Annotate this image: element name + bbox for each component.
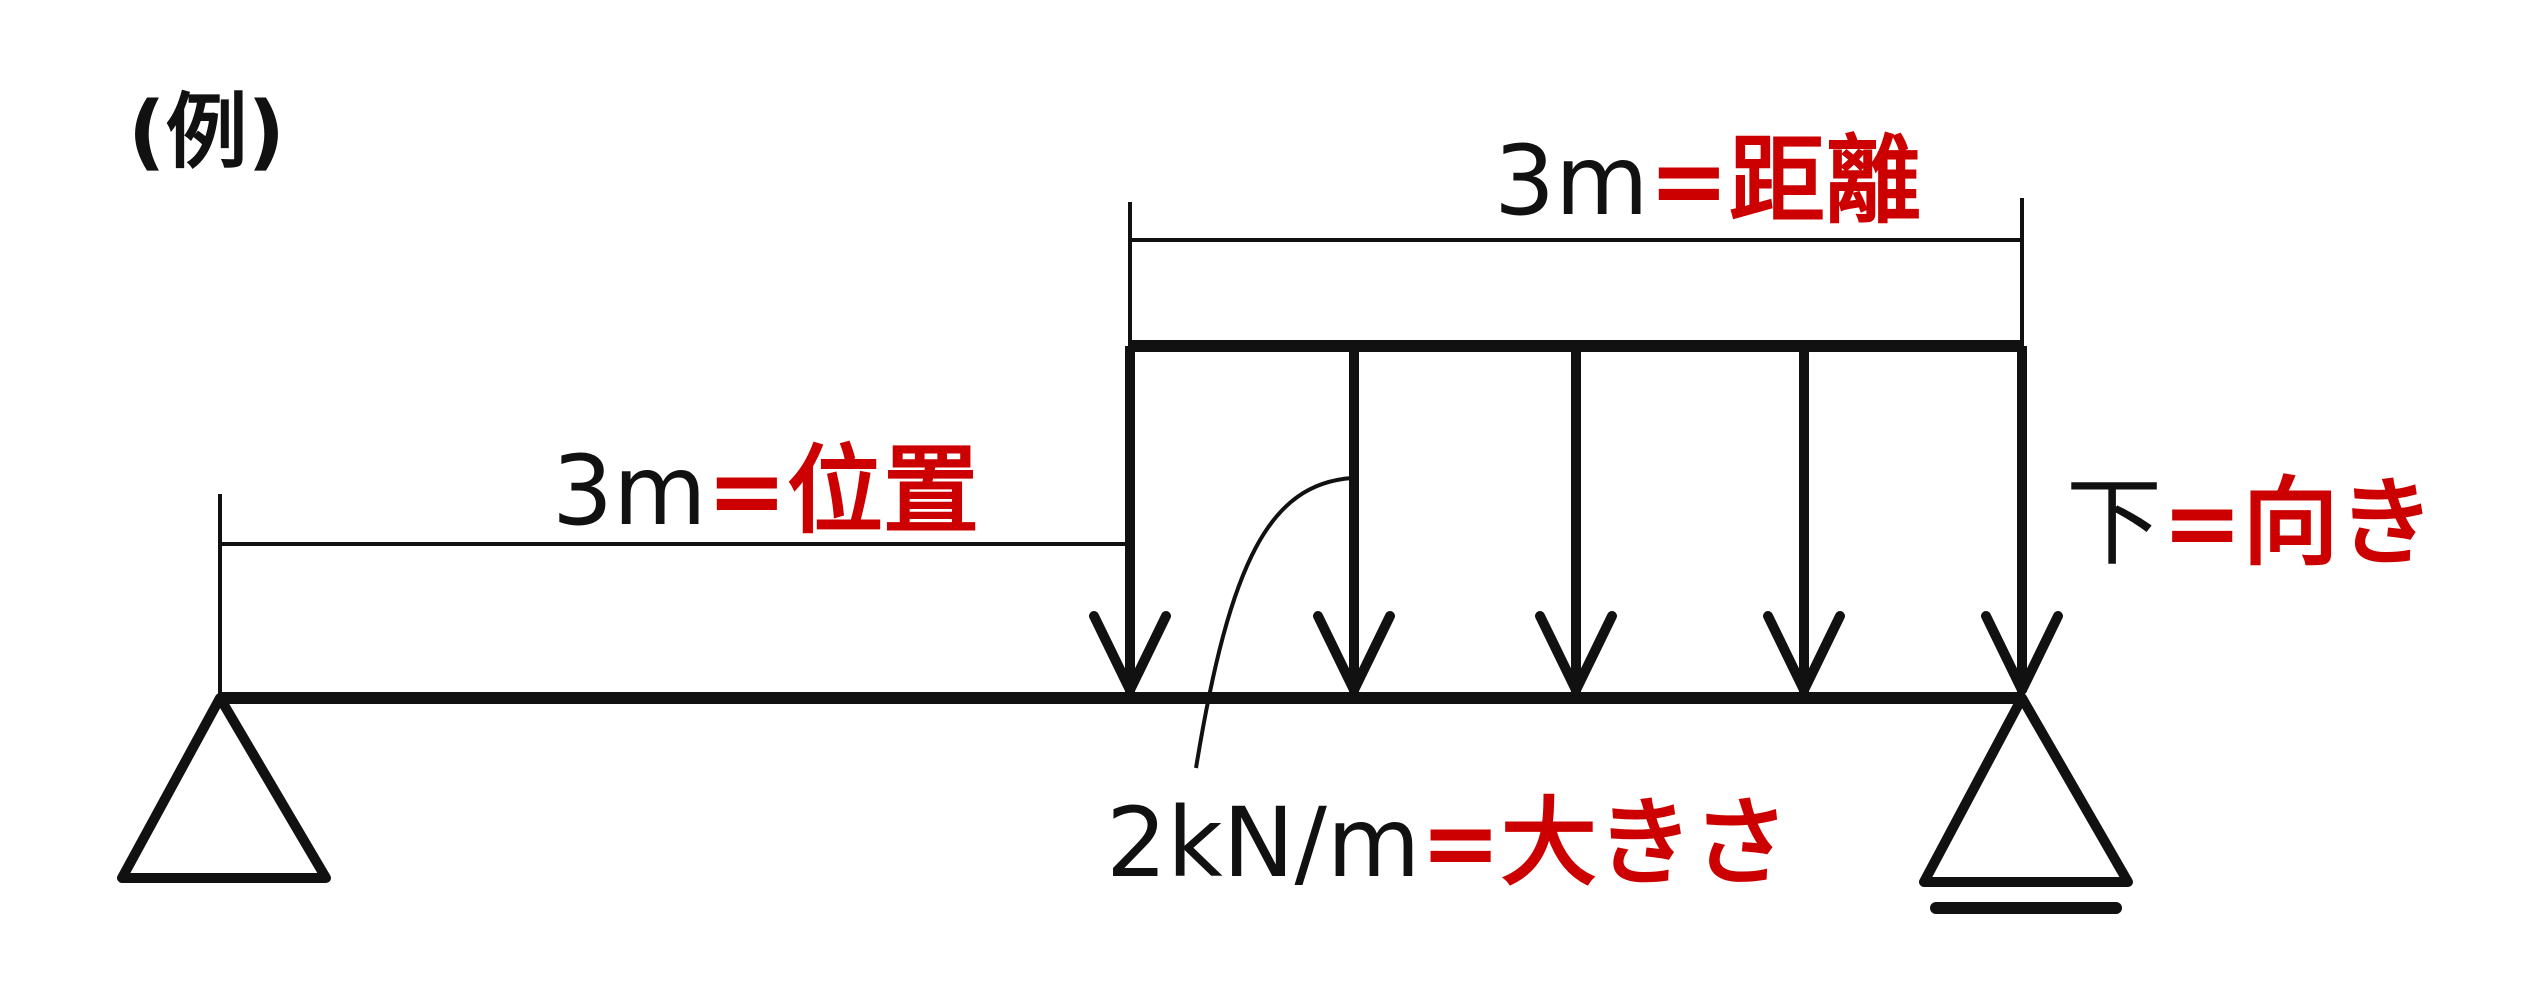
- example-label: (例): [128, 85, 285, 180]
- position-dimension: [218, 494, 1126, 698]
- magnitude-label: 2kN/m=大きさ: [1106, 787, 1789, 899]
- load-arrow: [1089, 346, 1171, 695]
- position-label: 3m=位置: [552, 435, 979, 547]
- distance-label: 3m=距離: [1494, 125, 1921, 237]
- distance-dimension: [1128, 198, 2024, 346]
- load-arrow: [1535, 346, 1617, 695]
- roller-support: [1919, 693, 2133, 914]
- direction-label: 下=向き: [2066, 467, 2434, 579]
- pin-support: [117, 693, 331, 883]
- load-arrow: [1763, 346, 1845, 695]
- magnitude-leader-line: [1194, 476, 1353, 769]
- load-arrow: [1313, 346, 1395, 695]
- load-arrow: [1981, 346, 2063, 695]
